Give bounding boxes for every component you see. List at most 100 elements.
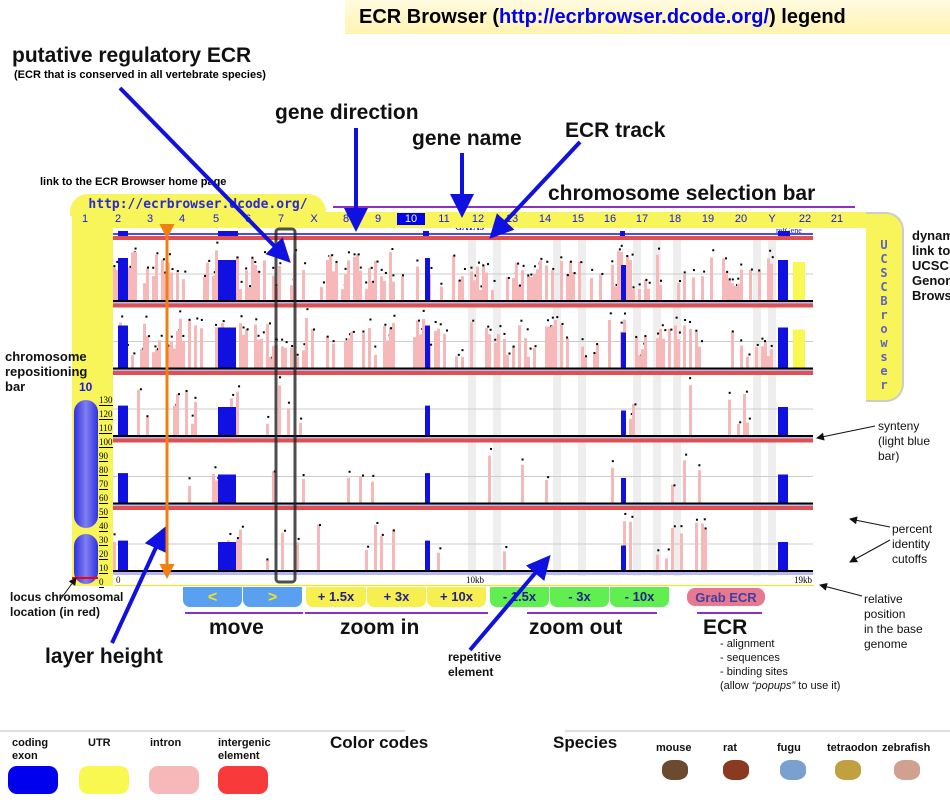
identity-point (177, 393, 180, 396)
intron-bar (143, 323, 146, 368)
chromosome-7[interactable]: 7 (277, 213, 285, 225)
intron-bar (683, 325, 686, 368)
chromosome-5[interactable]: 5 (212, 213, 220, 225)
intron-bar (596, 344, 599, 368)
intron-bar (731, 283, 734, 300)
identity-point (695, 518, 698, 521)
intron-bar (512, 345, 515, 368)
chromosome-11[interactable]: 11 (438, 213, 450, 225)
chromosome-20[interactable]: 20 (734, 213, 748, 225)
grab-ecr-button[interactable]: Grab ECR (687, 588, 765, 606)
ecr-features-list: - alignment- sequences- binding sites (a… (720, 638, 841, 692)
identity-point (695, 329, 698, 332)
zoom-in-3x-button[interactable]: + 3x (367, 587, 426, 607)
intron-bar (176, 331, 179, 368)
intron-bar (290, 285, 293, 300)
zoom-out-10x-button[interactable]: - 10x (610, 587, 669, 607)
intron-bar (725, 272, 728, 300)
identity-point (156, 252, 159, 255)
chromosome-22[interactable]: 22 (798, 213, 812, 225)
chromosome-17[interactable]: 17 (635, 213, 649, 225)
chromosome-6[interactable]: 6 (244, 213, 252, 225)
chromosome-3[interactable]: 3 (146, 213, 154, 225)
identity-point (445, 329, 448, 332)
chromosome-19[interactable]: 19 (701, 213, 715, 225)
identity-point (156, 348, 159, 351)
chromosome-15[interactable]: 15 (571, 213, 585, 225)
move-left-button[interactable]: < (183, 587, 242, 607)
intron-bar (332, 343, 335, 368)
intron-bar (254, 265, 257, 300)
identity-point (306, 308, 309, 311)
intron-bar (479, 289, 482, 300)
move-right-button[interactable]: > (243, 587, 302, 607)
identity-point (769, 249, 772, 252)
chromosome-12[interactable]: 12 (471, 213, 485, 225)
coding-exon-bar (218, 474, 236, 503)
intron-bar (185, 391, 188, 435)
chromosome-14[interactable]: 14 (538, 213, 552, 225)
ruler-tick: 80 (99, 465, 108, 476)
intron-bar (275, 287, 278, 300)
identity-point (251, 256, 254, 259)
intron-bar (644, 279, 647, 300)
scale-bar: 0 10kb 19kb (114, 575, 814, 586)
coding-exon-bar (425, 258, 430, 300)
intron-bar (764, 341, 767, 368)
chromosome-Y[interactable]: Y (768, 213, 776, 225)
identity-point (673, 525, 676, 528)
identity-point (167, 344, 170, 347)
identity-point (214, 466, 217, 469)
identity-point (154, 345, 157, 348)
zoom-in-1-5x-button[interactable]: + 1.5x (306, 587, 366, 607)
identity-point (620, 321, 623, 324)
intron-bar (341, 289, 344, 300)
intron-bar (161, 259, 164, 300)
intron-bar (476, 266, 479, 300)
identity-point (204, 274, 207, 277)
chromosome-8[interactable]: 8 (342, 213, 350, 225)
identity-point (546, 319, 549, 322)
chromosome-18[interactable]: 18 (668, 213, 682, 225)
chromosome-21[interactable]: 21 (830, 213, 844, 225)
chromosome-X[interactable]: X (310, 213, 318, 225)
coding-exon-bar (778, 474, 788, 503)
identity-point (771, 256, 774, 259)
chromosome-9[interactable]: 9 (374, 213, 382, 225)
chromosome-10[interactable]: 10 (397, 213, 425, 225)
zoom-in-10x-button[interactable]: + 10x (427, 587, 486, 607)
identity-point (494, 338, 497, 341)
intron-bar (545, 479, 548, 503)
ecr-browser-link[interactable]: http://ecrbrowser.dcode.org/ (499, 6, 770, 28)
ecr-plot: GATA3refGene100%50%100%50%100%50%100%50%… (113, 222, 851, 578)
coding-exon-bar (621, 478, 626, 503)
intron-bar (461, 276, 464, 300)
intron-bar (689, 328, 692, 368)
zoom-out-3x-button[interactable]: - 3x (550, 587, 609, 607)
identity-point (345, 338, 348, 341)
chromosome-13[interactable]: 13 (505, 213, 519, 225)
ruler-tick: 30 (99, 535, 108, 546)
coding-exon-bar (621, 410, 626, 435)
chromosome-2[interactable]: 2 (114, 213, 122, 225)
intron-bar (638, 289, 641, 300)
chromosome-arm-upper[interactable] (74, 400, 98, 528)
chromosome-4[interactable]: 4 (178, 213, 186, 225)
zoom-out-1-5x-button[interactable]: - 1.5x (490, 587, 549, 607)
intron-bar (710, 257, 713, 300)
chromosome-arm-lower[interactable] (74, 534, 98, 584)
identity-point (560, 256, 563, 259)
chromosome-16[interactable]: 16 (603, 213, 617, 225)
intron-bar (290, 347, 293, 368)
identity-point (196, 317, 199, 320)
chromosome-1[interactable]: 1 (81, 213, 89, 225)
identity-point (200, 318, 203, 321)
identity-point (635, 335, 638, 338)
identity-point (667, 548, 670, 551)
identity-point (482, 264, 485, 267)
intron-bar (545, 326, 548, 368)
identity-point (700, 340, 703, 343)
